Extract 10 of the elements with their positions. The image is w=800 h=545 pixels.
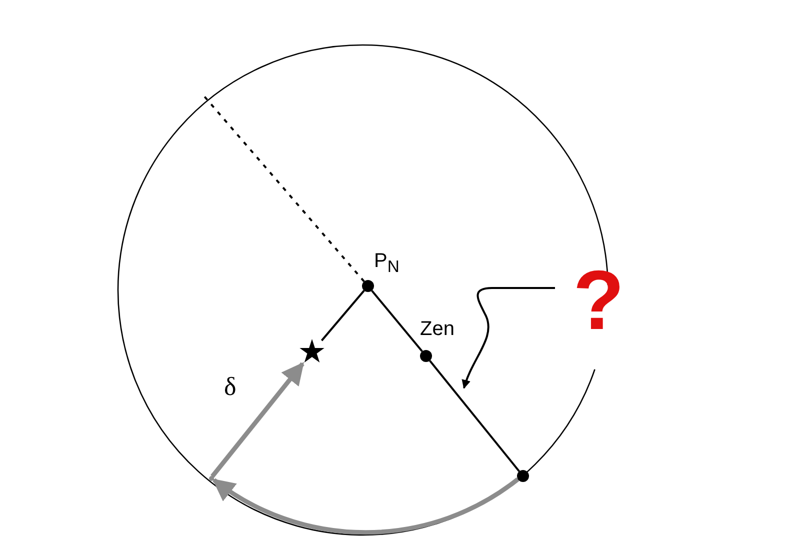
angle-label: δ bbox=[224, 372, 236, 402]
question-mark: ? bbox=[573, 258, 624, 342]
point-label: Zen bbox=[420, 318, 454, 341]
arrow bbox=[212, 477, 520, 534]
line bbox=[371, 290, 423, 352]
leader-line bbox=[462, 287, 555, 389]
arrow bbox=[210, 362, 304, 478]
dashed-line bbox=[203, 95, 365, 282]
line bbox=[429, 360, 520, 472]
point-label: P$_{N}$ bbox=[374, 250, 400, 277]
